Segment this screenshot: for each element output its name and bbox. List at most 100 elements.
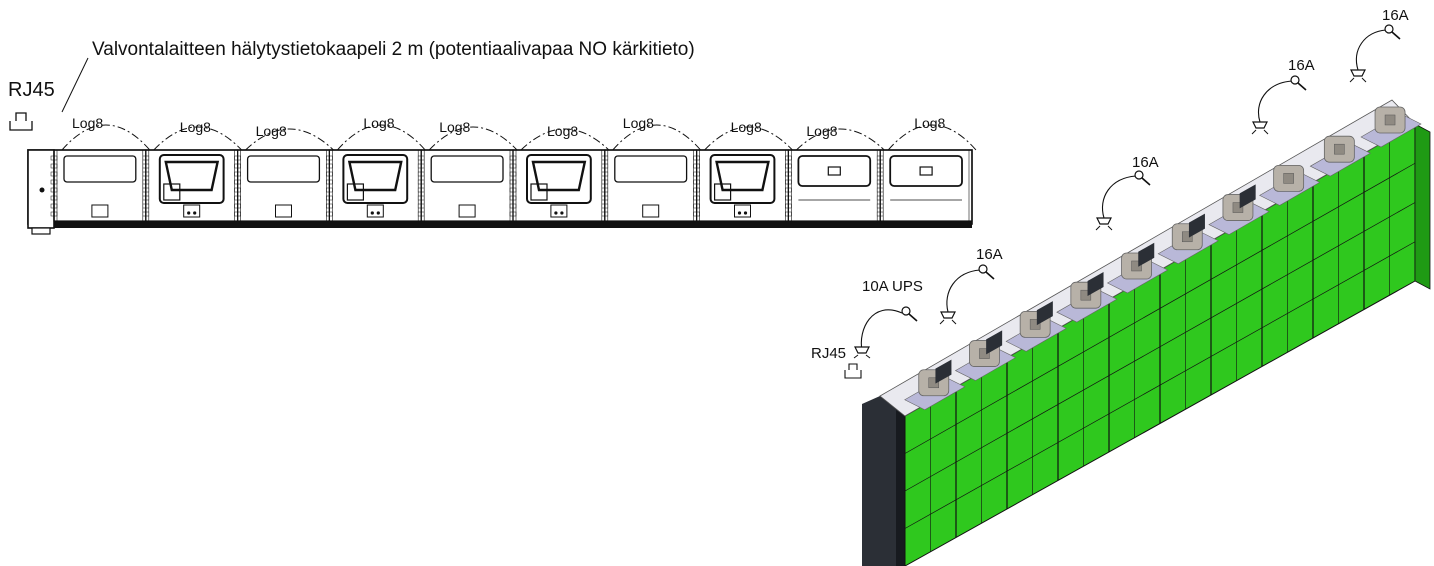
post-hole: [693, 179, 700, 185]
post-hole: [601, 179, 609, 185]
log-cable-arc: [61, 124, 151, 151]
post-hole: [785, 211, 792, 217]
post-hole: [417, 155, 425, 161]
locker-row-seam: [904, 202, 1416, 492]
post-hole: [326, 187, 333, 193]
power-16a-label: 16A: [1382, 7, 1409, 24]
strip-base-rail: [28, 221, 972, 228]
post-hole: [142, 203, 150, 209]
locker-module: [326, 149, 422, 222]
end-cap-lock-icon: [39, 187, 45, 193]
locker-module: [417, 149, 514, 222]
post-hole: [601, 171, 609, 177]
post-hole: [876, 163, 884, 169]
post-hole: [693, 163, 700, 169]
machine-panel: [530, 183, 548, 201]
post-hole: [142, 163, 150, 169]
iso-unit-detail: [1334, 143, 1345, 155]
post-hole: [785, 203, 792, 209]
iso-divider-panel: [1188, 213, 1205, 238]
iso-machine-unit: [1239, 164, 1321, 209]
post-hole: [785, 195, 792, 201]
post-hole: [601, 211, 609, 217]
log8-label: Log8: [363, 115, 394, 131]
display-screen: [919, 166, 933, 176]
plug-icon: [1384, 24, 1401, 40]
post-hole: [50, 203, 58, 209]
locker-module: [234, 149, 331, 222]
iso-divider-panel: [1239, 184, 1256, 209]
end-cap-foot: [31, 227, 51, 235]
module-socket: [91, 204, 109, 218]
post-hole: [326, 211, 333, 217]
post-hole: [693, 211, 700, 217]
post-hole: [509, 195, 517, 201]
module-socket: [366, 204, 384, 218]
log-cable-arc: [245, 128, 334, 151]
log-cable-arc: [704, 126, 793, 151]
module-socket: [642, 204, 660, 218]
log-cable-arc: [796, 128, 885, 151]
iso-divider-panel: [1087, 271, 1104, 296]
post-hole: [785, 179, 792, 185]
locker-row-seam: [904, 162, 1416, 454]
locker-module: [785, 149, 881, 222]
isometric-locker-row: [862, 99, 1431, 566]
post-hole: [417, 171, 425, 177]
post-hole: [326, 171, 333, 177]
iso-divider-panel: [935, 359, 952, 384]
socket-pin: [376, 211, 380, 215]
log-cable-arc: [520, 128, 610, 151]
locker-module: [509, 149, 606, 222]
log-cable-arc: [428, 126, 518, 151]
iso-right-side: [1414, 123, 1431, 290]
post-hole: [234, 211, 241, 217]
post-hole: [50, 179, 58, 185]
socket-icon: [1095, 217, 1113, 231]
post-hole: [509, 171, 517, 177]
cable-leader-line: [61, 57, 89, 113]
log8-label: Log8: [623, 115, 654, 131]
compartment-box: [63, 155, 137, 183]
plug-icon: [1290, 75, 1307, 91]
post-hole: [234, 187, 241, 193]
locker-module: [601, 149, 698, 222]
post-hole: [50, 163, 58, 169]
module-socket: [550, 204, 568, 218]
post-hole: [142, 171, 150, 177]
iso-unit-detail: [1029, 319, 1041, 330]
post-hole: [509, 187, 517, 193]
post-hole: [876, 187, 884, 193]
locker-module: [50, 149, 147, 222]
post-hole: [876, 179, 884, 185]
log8-label: Log8: [547, 123, 578, 139]
post-hole: [234, 203, 241, 209]
post-hole: [509, 211, 517, 217]
post-hole: [142, 187, 150, 193]
post-hole: [417, 211, 425, 217]
rj45-main-label: RJ45: [8, 79, 55, 101]
post-hole: [876, 155, 884, 161]
post-hole: [693, 187, 700, 193]
post-hole: [785, 171, 792, 177]
post-hole: [785, 187, 792, 193]
post-hole: [326, 203, 333, 209]
plug-icon: [978, 264, 995, 280]
socket-pin: [193, 211, 197, 215]
machine-panel: [346, 183, 364, 201]
locker-module: [693, 149, 789, 222]
log-connection: Log8: [245, 123, 334, 151]
post-hole: [326, 163, 333, 169]
display-unit-icon: [889, 155, 963, 187]
log8-label: Log8: [72, 115, 103, 131]
socket-pin: [560, 211, 564, 215]
post-hole: [50, 155, 58, 161]
post-hole: [142, 155, 150, 161]
post-hole: [876, 195, 884, 201]
post-hole: [876, 211, 884, 217]
post-hole: [876, 171, 884, 177]
post-hole: [693, 195, 700, 201]
